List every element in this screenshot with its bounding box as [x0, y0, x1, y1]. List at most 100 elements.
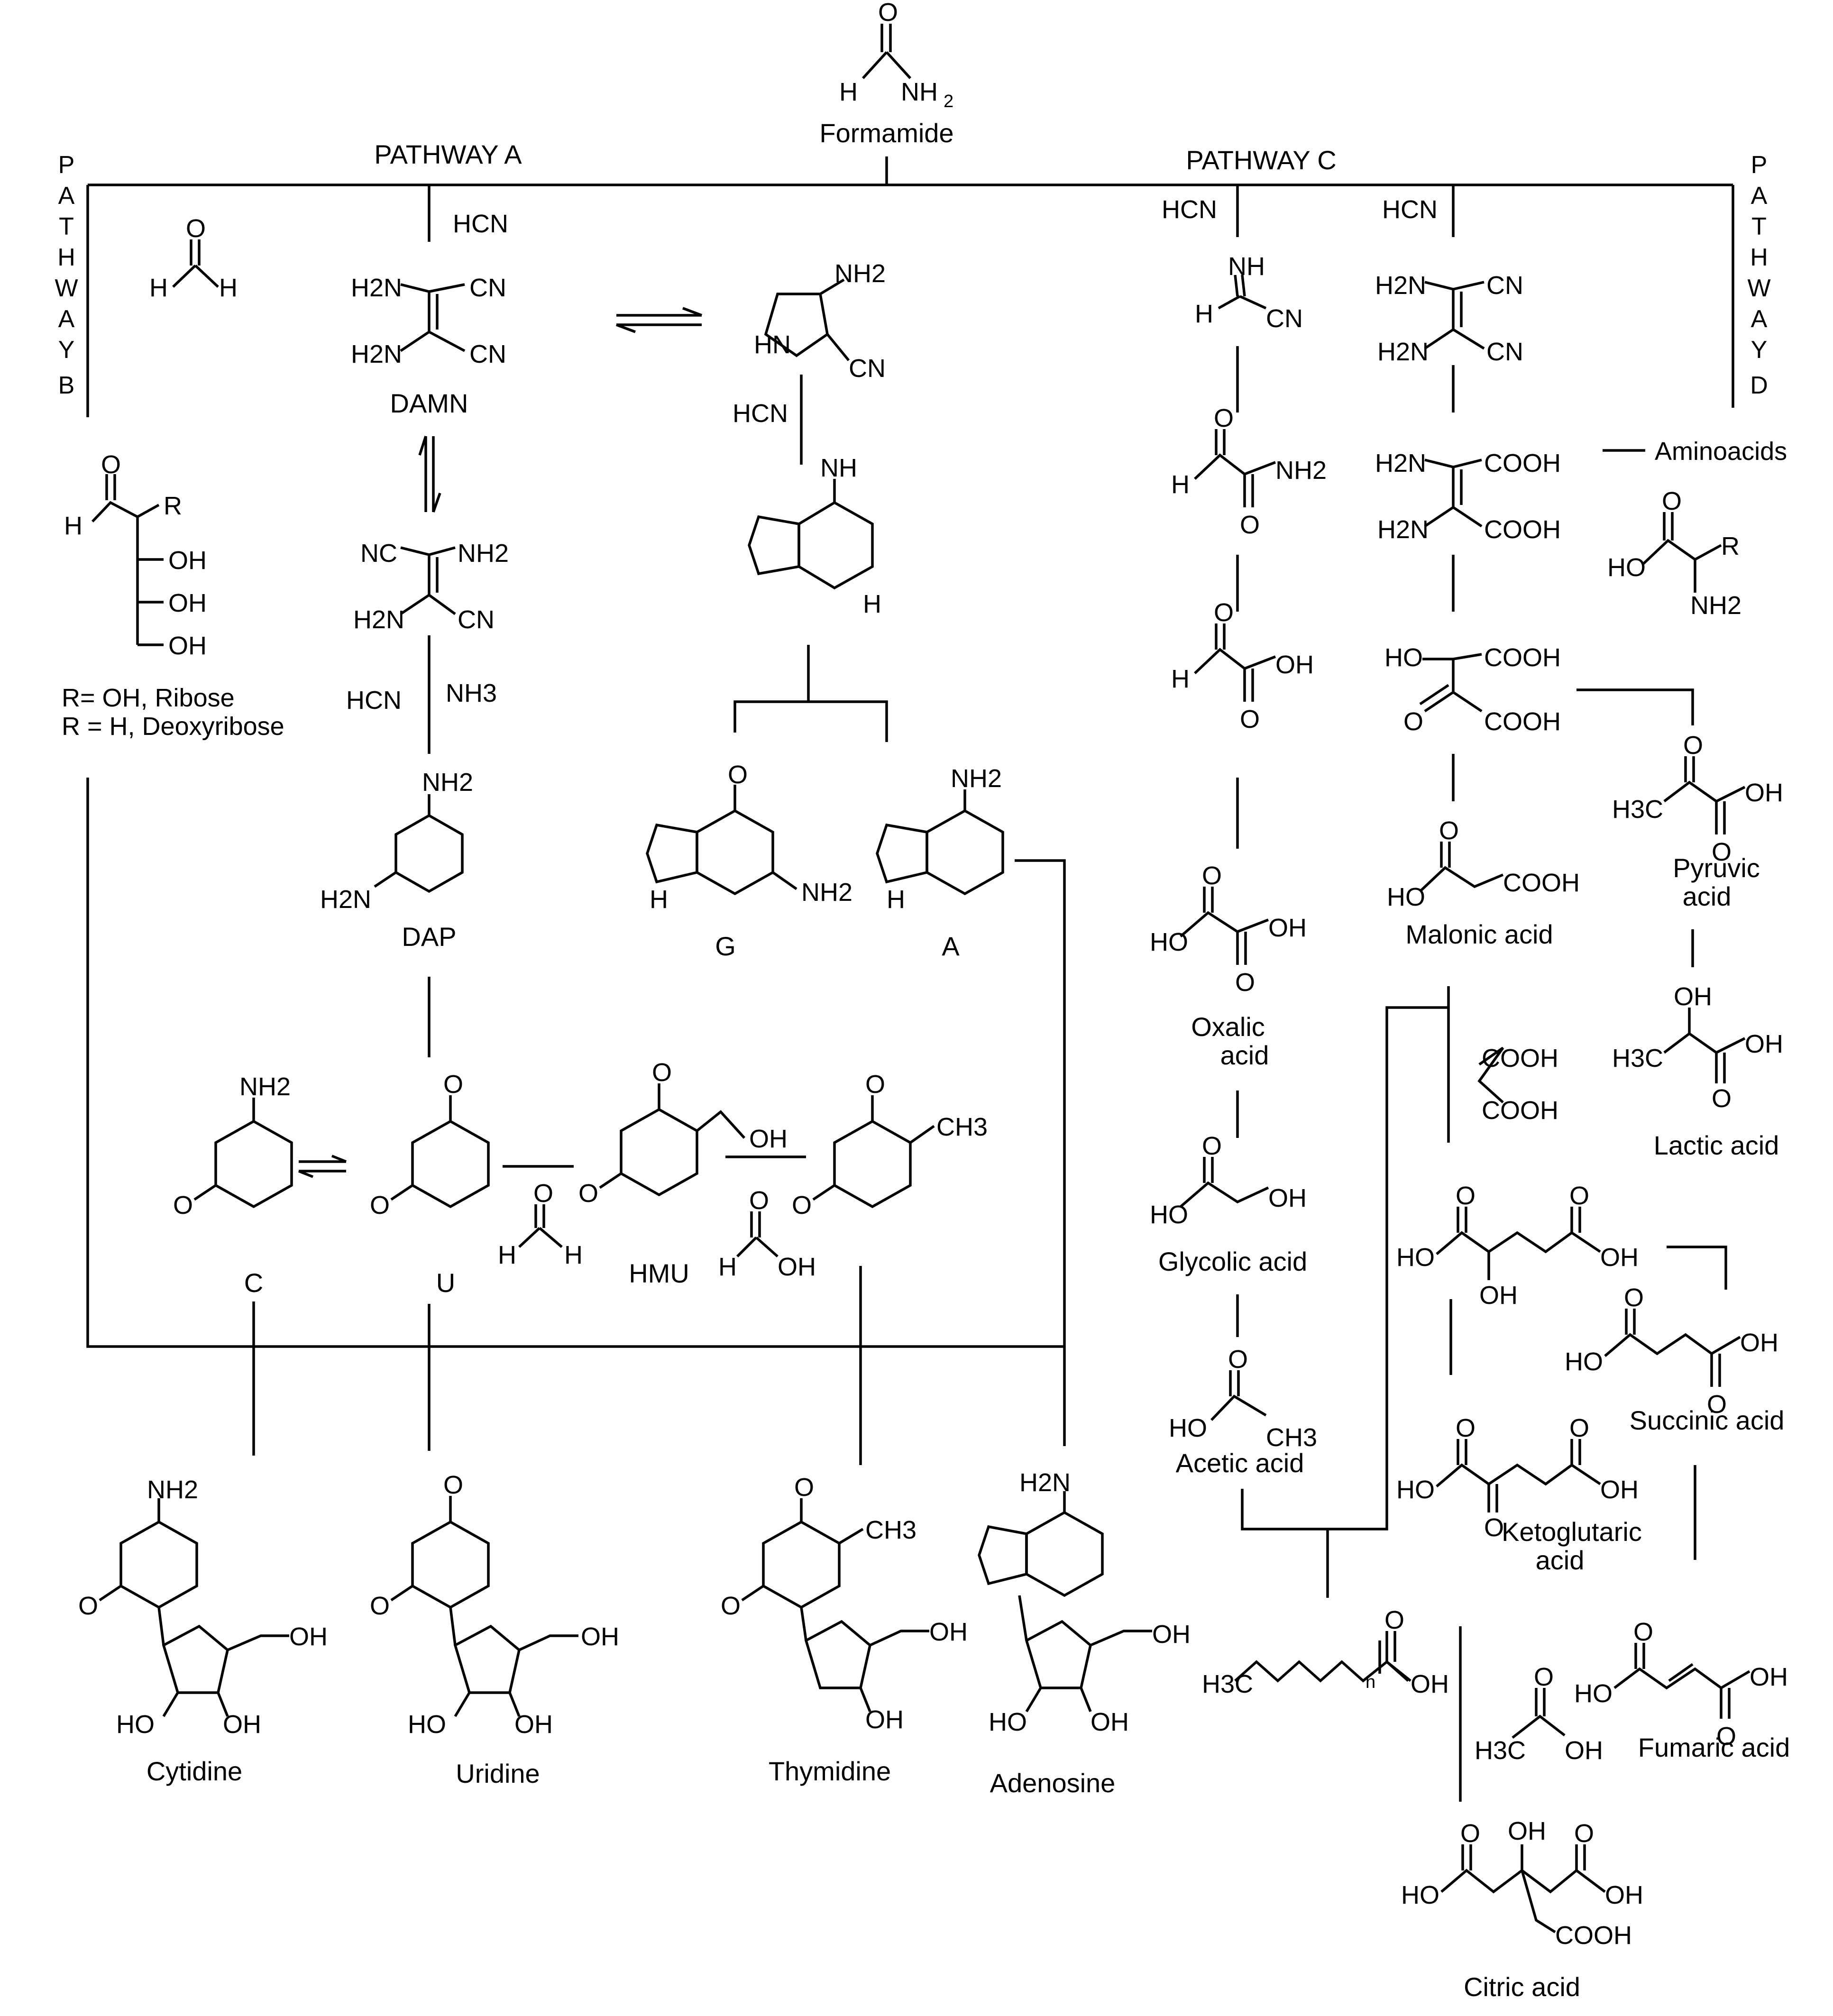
svg-text:COOH: COOH	[1482, 1044, 1558, 1072]
svg-text:NH2: NH2	[239, 1072, 291, 1101]
svg-text:A: A	[1751, 305, 1768, 333]
hydroxyketomalonic-structure: HO COOH O COOH	[1384, 643, 1561, 736]
svg-text:CN: CN	[1266, 304, 1303, 333]
svg-text:CN: CN	[469, 340, 506, 368]
svg-text:OH: OH	[1745, 779, 1783, 807]
svg-text:T: T	[59, 213, 74, 240]
svg-text:Y: Y	[1751, 336, 1768, 364]
svg-text:O: O	[370, 1592, 390, 1620]
svg-text:B: B	[58, 372, 75, 399]
svg-text:H: H	[1750, 244, 1768, 271]
svg-text:A: A	[58, 305, 75, 333]
fatty-acid-tree-lines	[1241, 986, 1450, 1598]
svg-text:O: O	[792, 1191, 812, 1219]
thymidine-structure: O O CH3 OH OH	[721, 1473, 968, 1734]
svg-text:COOH: COOH	[1503, 869, 1580, 897]
svg-text:O: O	[1384, 1606, 1404, 1634]
svg-text:OH: OH	[1565, 1736, 1603, 1765]
guanine-structure: O NH2 H	[646, 761, 852, 914]
svg-text:CN: CN	[1486, 271, 1523, 300]
svg-text:H2N: H2N	[351, 340, 402, 368]
svg-text:H2N: H2N	[351, 274, 402, 302]
svg-text:O: O	[794, 1473, 814, 1502]
formic-acid-structure: O H OH	[718, 1186, 816, 1281]
svg-text:HO: HO	[1574, 1679, 1613, 1708]
svg-text:R: R	[164, 492, 182, 520]
succinic-acid-structure: O HO OH O	[1565, 1283, 1778, 1419]
svg-text:R: R	[1721, 532, 1740, 560]
svg-text:O: O	[78, 1592, 98, 1620]
svg-text:H2N: H2N	[1375, 449, 1426, 477]
fumaric-label: Fumaric acid	[1638, 1732, 1790, 1762]
svg-text:H2N: H2N	[1019, 1468, 1071, 1497]
svg-text:O: O	[1202, 1132, 1222, 1160]
svg-text:OH: OH	[514, 1710, 553, 1739]
svg-text:COOH: COOH	[1484, 643, 1561, 672]
svg-text:NH2: NH2	[1690, 591, 1741, 620]
svg-text:OH: OH	[749, 1125, 788, 1153]
svg-text:OH: OH	[168, 589, 207, 617]
pyruvic-label-2: acid	[1683, 881, 1732, 911]
svg-text:OH: OH	[1411, 1670, 1449, 1698]
aminoimidazole-carbonitrile-structure: NH2 CN HN	[754, 259, 886, 383]
svg-text:H2N: H2N	[320, 885, 371, 914]
svg-text:O: O	[1214, 404, 1234, 432]
svg-text:NH: NH	[820, 454, 857, 482]
svg-text:COOH: COOH	[1484, 707, 1561, 736]
svg-text:CH3: CH3	[1266, 1423, 1317, 1452]
svg-text:CN: CN	[849, 354, 886, 383]
cytidine-structure: NH2 O OH HO OH	[78, 1475, 328, 1739]
malonic-acid-structure: O HO COOH	[1387, 816, 1580, 911]
svg-text:H: H	[219, 274, 238, 302]
pathway-a-title: PATHWAY A	[374, 139, 522, 169]
svg-text:Y: Y	[58, 336, 75, 364]
svg-text:HO: HO	[1565, 1347, 1603, 1376]
svg-text:H: H	[718, 1253, 737, 1281]
ribose-legend-1: R= OH, Ribose	[62, 684, 235, 712]
svg-text:HO: HO	[1396, 1243, 1435, 1272]
thymine-structure: O O CH3	[792, 1070, 988, 1219]
citric-acid-structure: O HO OH O OH COOH	[1401, 1817, 1643, 1950]
svg-text:H3C: H3C	[1612, 1044, 1663, 1072]
glyoxylic-acid-structure: O H OH O	[1171, 598, 1314, 733]
atom-label: H	[839, 78, 858, 106]
svg-text:H: H	[149, 274, 168, 302]
iminoacetonitrile-structure: NH H CN	[1195, 252, 1303, 333]
reagent-hcn: HCN	[1162, 195, 1217, 224]
thymidine-label: Thymidine	[769, 1756, 891, 1786]
pathway-c-title: PATHWAY C	[1186, 145, 1336, 175]
nucleoside-assembly-lines	[86, 778, 1064, 1465]
equilibrium-arrow-horizontal	[616, 307, 702, 333]
adenine-label: A	[942, 931, 960, 961]
svg-text:O: O	[1403, 707, 1423, 736]
malonic-label: Malonic acid	[1405, 919, 1553, 949]
atom-label: O	[878, 0, 898, 27]
svg-text:CN: CN	[469, 274, 506, 302]
svg-text:H: H	[1171, 665, 1190, 693]
svg-text:NH2: NH2	[422, 768, 473, 797]
formamide-label: Formamide	[819, 118, 953, 148]
oxalic-acid-structure: O HO OH O	[1150, 861, 1307, 997]
svg-text:OH: OH	[1605, 1881, 1643, 1909]
svg-text:P: P	[1751, 151, 1768, 179]
svg-text:CN: CN	[1486, 338, 1523, 366]
svg-text:OH: OH	[1600, 1475, 1639, 1504]
svg-text:W: W	[55, 275, 78, 302]
svg-text:OH: OH	[1479, 1281, 1518, 1310]
svg-text:OH: OH	[289, 1622, 328, 1651]
svg-text:O: O	[1202, 861, 1222, 890]
svg-text:OH: OH	[1674, 982, 1712, 1011]
adenosine-label: Adenosine	[990, 1768, 1116, 1798]
svg-text:OH: OH	[581, 1622, 619, 1651]
svg-text:HO: HO	[1150, 928, 1188, 956]
svg-text:W: W	[1747, 275, 1770, 302]
svg-text:OH: OH	[1268, 914, 1307, 942]
reagent-nh3: NH3	[446, 679, 497, 707]
svg-text:A: A	[1751, 182, 1768, 210]
svg-text:O: O	[1240, 705, 1260, 733]
ribose-open-chain-structure: O H R OH OH OH	[64, 450, 207, 660]
svg-text:O: O	[1240, 511, 1260, 539]
svg-text:O: O	[865, 1070, 885, 1099]
guanine-label: G	[715, 931, 736, 961]
ketoglutaric-acid-structure: O HO O OH O	[1396, 1414, 1639, 1542]
